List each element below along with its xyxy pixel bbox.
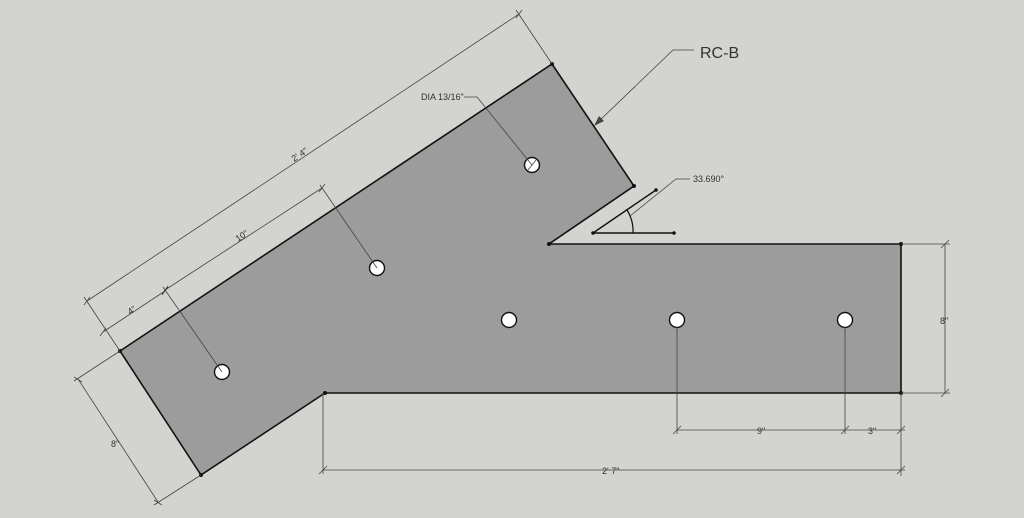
- dim-overall-bottom-label: 2' 7": [602, 466, 619, 476]
- part-label-callout: RC-B: [594, 45, 739, 126]
- dim-overall-diag-label: 2' 4": [290, 146, 310, 164]
- dim-spacing-3-label: 3": [868, 426, 876, 436]
- angle-label: 33.690°: [693, 174, 725, 184]
- hole-5: [668, 311, 686, 329]
- angle-annotation: 33.690°: [591, 174, 725, 235]
- dim-diag-4-label: 4": [126, 304, 138, 317]
- hole-4: [500, 311, 518, 329]
- hole-callout-label: DIA 13/16": [421, 92, 464, 102]
- dim-end-width-left: 8": [73, 350, 202, 506]
- dim-overall-bottom: 2' 7": [318, 393, 906, 476]
- dim-end-width-left-label: 8": [111, 439, 119, 449]
- part-label: RC-B: [700, 45, 739, 62]
- dim-end-width-right: 8": [901, 239, 950, 398]
- hole-callout: DIA 13/16": [421, 92, 537, 171]
- dim-end-width-right-label: 8": [940, 316, 948, 326]
- part-outline: [118, 62, 902, 477]
- hole-6: [836, 311, 854, 329]
- dim-diag-10-label: 10": [234, 228, 251, 244]
- dim-hole-spacing: 9" 3": [672, 327, 906, 476]
- dim-spacing-9-label: 9": [757, 426, 765, 436]
